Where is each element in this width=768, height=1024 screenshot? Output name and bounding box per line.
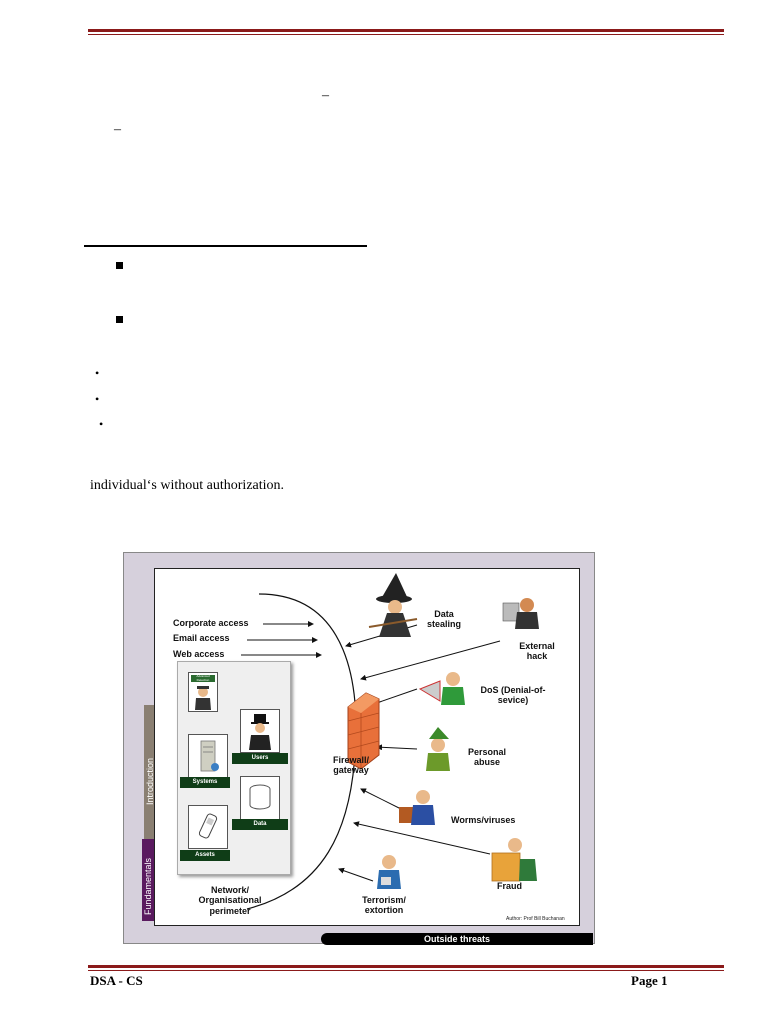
side-tab-fundamentals-label: Fundamentals: [143, 857, 153, 915]
data-label: Data: [232, 819, 288, 830]
firewall-label: Firewall/ gateway: [333, 755, 370, 776]
witch-icon: [368, 573, 418, 637]
header-rule-thick: [88, 29, 724, 32]
terrorism-icon: [377, 855, 401, 889]
phone-icon: [198, 813, 218, 839]
dot-bullet-2: •: [95, 392, 100, 406]
assets-panel: Advanced Detection Users: [177, 661, 291, 875]
author-credit: Author: Prof Bill Buchanan: [506, 916, 565, 922]
access-label-email: Email access: [173, 633, 230, 643]
worms-viruses-icon: [399, 790, 435, 825]
threat-label-data-stealing: Data stealing: [427, 609, 462, 630]
access-label-web: Web access: [173, 649, 225, 659]
side-tab-introduction: Introduction: [144, 705, 156, 840]
heading-underline: [84, 245, 367, 247]
security-threats-figure: Introduction Fundamentals: [123, 552, 595, 945]
external-hack-arrow: [360, 640, 501, 681]
figure-drawing: [241, 573, 539, 910]
personal-abuse-arrow: [376, 744, 418, 751]
page-number: Page 1: [631, 973, 668, 988]
access-label-corporate: Corporate access: [173, 618, 249, 628]
threat-label-dos: DoS (Denial-of- sevice): [480, 685, 546, 706]
header-rule-thin: [88, 34, 724, 35]
body-text-line: individual‘s without authorization.: [90, 478, 285, 493]
square-bullet-1: [116, 262, 123, 269]
side-tab-fundamentals: Fundamentals: [142, 839, 155, 921]
square-bullet-2: [116, 316, 123, 323]
figure-canvas: Corporate access Email access Web access…: [154, 568, 580, 926]
advanced-detection-title: Advanced Detection: [191, 674, 215, 682]
dash-mark-1: –: [322, 88, 329, 103]
outside-threats-bar: Outside threats: [321, 933, 593, 945]
threat-label-fraud: Fraud: [497, 881, 523, 891]
data-box: [240, 776, 280, 820]
detective-icon: [195, 686, 211, 710]
footer-rule-thin: [88, 970, 724, 971]
personal-abuse-icon: [426, 727, 450, 771]
threat-label-personal-abuse: Personal abuse: [467, 747, 507, 768]
fraud-icon: [491, 838, 537, 882]
systems-box: [188, 734, 228, 778]
database-icon: [249, 784, 271, 810]
dash-mark-2: –: [114, 122, 121, 137]
users-label: Users: [232, 753, 288, 764]
perimeter-label: Network/ Organisational perimeter: [198, 885, 262, 916]
server-icon: [200, 740, 219, 772]
assets-label: Assets: [180, 850, 230, 861]
dot-bullet-1: •: [95, 366, 100, 380]
footer-rule-thick: [88, 965, 724, 968]
dos-megaphone-icon: [418, 672, 465, 705]
assets-box: [188, 805, 228, 849]
users-box: [240, 709, 280, 753]
threat-label-worms: Worms/viruses: [451, 815, 516, 825]
users-icon: [249, 714, 271, 750]
systems-label: Systems: [180, 777, 230, 788]
fraud-arrow: [353, 821, 491, 855]
terrorism-arrow: [338, 867, 374, 882]
worms-arrow: [360, 788, 402, 810]
hacker-icon: [502, 598, 539, 629]
threat-label-terrorism: Terrorism/ extortion: [362, 895, 406, 916]
firewall-icon: [347, 692, 380, 770]
advanced-detection-box: Advanced Detection: [188, 672, 218, 712]
threat-label-external-hack: External hack: [519, 641, 555, 662]
dot-bullet-3: •: [99, 417, 104, 431]
footer-left-text: DSA - CS: [90, 973, 143, 988]
